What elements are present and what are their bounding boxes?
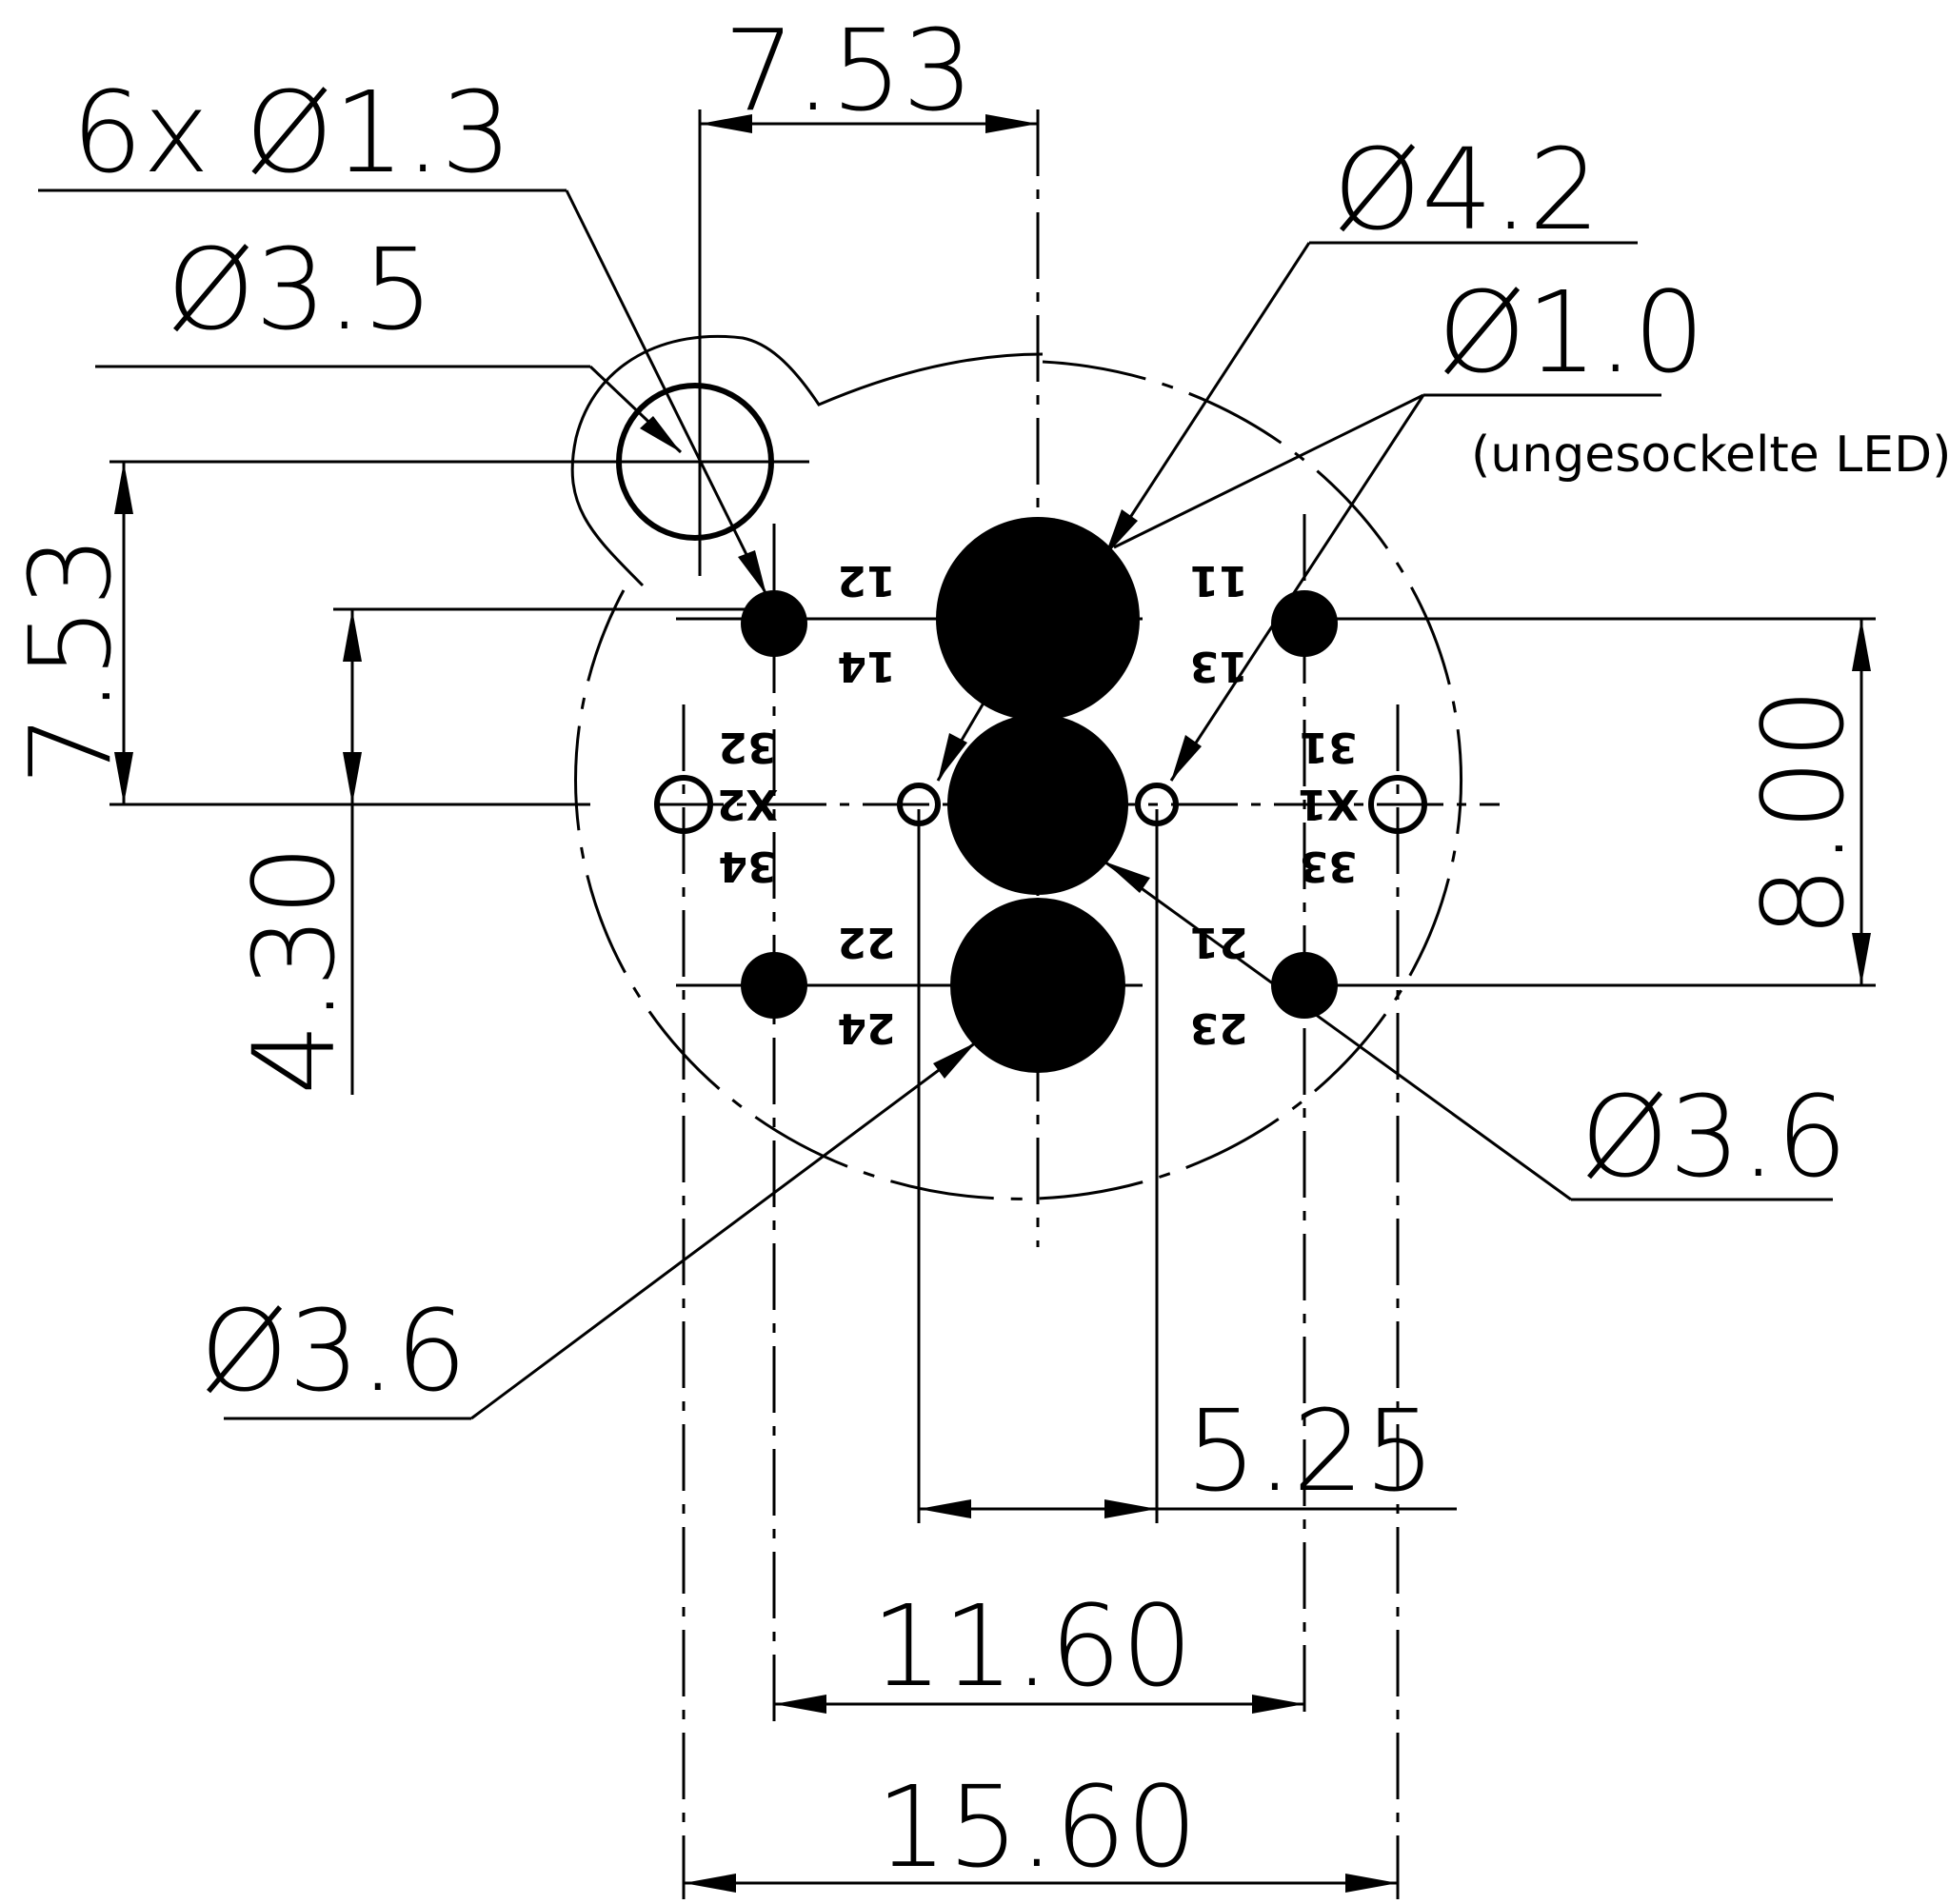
arrow bbox=[114, 462, 133, 514]
pin-label-23: 23 bbox=[1189, 1003, 1247, 1052]
led-hole-left bbox=[897, 783, 941, 826]
arrow bbox=[700, 114, 752, 133]
pin-label-14: 14 bbox=[837, 642, 895, 690]
arrow bbox=[343, 609, 362, 662]
pin-label-32: 32 bbox=[718, 723, 776, 771]
arrow bbox=[1104, 1499, 1157, 1518]
arrow bbox=[343, 752, 362, 804]
pad-large-bottom bbox=[950, 898, 1125, 1073]
arrow bbox=[738, 550, 766, 595]
leader-dia-1-0-b bbox=[1169, 394, 1425, 782]
dim-4-30: 4.30 bbox=[229, 844, 360, 1095]
leader-6x-hole-slant bbox=[565, 189, 768, 596]
leader-dia-3-6-left-slant bbox=[470, 1041, 977, 1420]
pin-label-13: 13 bbox=[1189, 642, 1247, 690]
arrow bbox=[919, 1499, 971, 1518]
dim-dia-1-0: Ø1.0 bbox=[1438, 267, 1705, 398]
pad-large-top bbox=[936, 517, 1140, 721]
led-note: (ungesockelte LED) bbox=[1471, 426, 1949, 484]
arrow bbox=[114, 752, 133, 804]
hole-x1 bbox=[1368, 775, 1427, 834]
arrow bbox=[1171, 735, 1202, 781]
dim-dia-4-2: Ø4.2 bbox=[1333, 124, 1601, 255]
dim-8-00: 8.00 bbox=[1738, 687, 1869, 938]
pin-label-11: 11 bbox=[1189, 556, 1247, 605]
pad-22-24 bbox=[741, 952, 807, 1019]
hole-x2 bbox=[654, 775, 713, 834]
arrow bbox=[1852, 619, 1871, 671]
pin-label-34: 34 bbox=[718, 842, 776, 890]
arrow bbox=[933, 1042, 976, 1079]
dim-dia-3-6-left: Ø3.6 bbox=[200, 1285, 467, 1417]
arrow bbox=[1104, 509, 1138, 557]
dim-top-7-53: 7.53 bbox=[724, 5, 974, 136]
arrow bbox=[774, 1695, 826, 1714]
arrow bbox=[1852, 933, 1871, 985]
dim-dia-3-5: Ø3.5 bbox=[167, 224, 434, 355]
pad-11-13 bbox=[1271, 590, 1338, 657]
arrow bbox=[1252, 1695, 1304, 1714]
leader-dia-1-0-a bbox=[1113, 393, 1424, 549]
mounting-lug-outline bbox=[570, 334, 1044, 587]
arrow bbox=[1104, 862, 1150, 893]
arrow bbox=[938, 733, 967, 781]
dim-15-60: 15.60 bbox=[876, 1761, 1198, 1893]
pin-label-22: 22 bbox=[837, 918, 895, 966]
pin-label-12: 12 bbox=[837, 556, 895, 605]
dim-dia-3-6-right: Ø3.6 bbox=[1581, 1071, 1848, 1202]
pin-label-x2: X2 bbox=[717, 780, 779, 828]
leader-dia-4-2-slant bbox=[1103, 242, 1311, 558]
arrow bbox=[684, 1874, 736, 1893]
arrow bbox=[640, 416, 681, 452]
dim-left-7-53: 7.53 bbox=[5, 535, 136, 785]
led-hole-right bbox=[1135, 783, 1179, 826]
outer-contour-dashed bbox=[574, 360, 1463, 1200]
dim-5-25: 5.25 bbox=[1185, 1385, 1436, 1517]
pin-label-x1: X1 bbox=[1298, 780, 1360, 828]
dim-6x-dia-1-3: 6x Ø1.3 bbox=[71, 67, 512, 198]
dim-11-60: 11.60 bbox=[871, 1580, 1193, 1712]
pad-21-23 bbox=[1271, 952, 1338, 1019]
pad-large-middle bbox=[947, 714, 1128, 895]
pad-12-14 bbox=[741, 590, 807, 657]
pin-label-24: 24 bbox=[837, 1003, 895, 1052]
leader-dia-3-6-right-slant bbox=[1104, 860, 1572, 1201]
arrow bbox=[1345, 1874, 1398, 1893]
pin-label-31: 31 bbox=[1299, 723, 1357, 771]
pin-label-33: 33 bbox=[1299, 842, 1357, 890]
arrow bbox=[985, 114, 1038, 133]
